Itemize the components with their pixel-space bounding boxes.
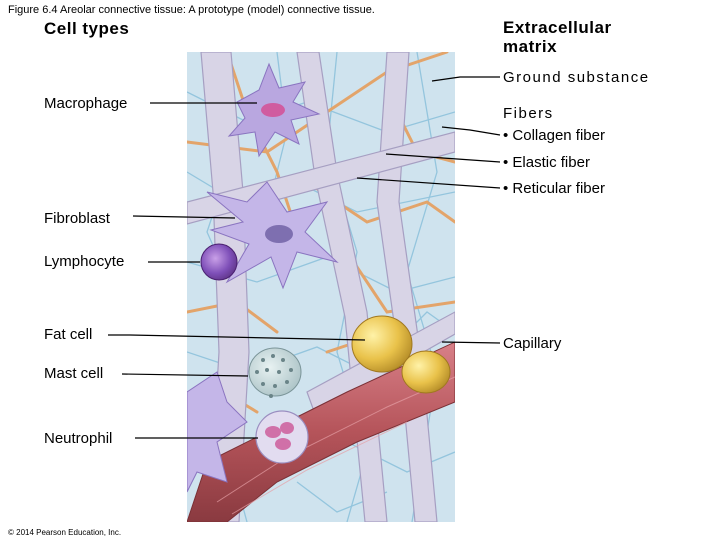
lymphocyte-cell (200, 243, 238, 281)
extracellular-matrix-heading-line2: matrix (503, 37, 558, 56)
cell-types-heading: Cell types (44, 19, 130, 38)
macrophage-nucleus (261, 103, 285, 117)
label-fibers-heading: Fibers (503, 105, 554, 122)
figure-title: Figure 6.4 Areolar connective tissue: A … (8, 4, 375, 16)
fibroblast-cell-secondary (187, 371, 248, 493)
label-fibroblast: Fibroblast (44, 210, 110, 227)
label-lymphocyte: Lymphocyte (44, 253, 125, 270)
fat-cell (351, 315, 413, 373)
areolar-tissue-illustration (187, 52, 455, 522)
label-capillary: Capillary (503, 335, 562, 352)
neutrophil-cell (255, 410, 309, 464)
fibroblast-nucleus (265, 225, 293, 243)
label-reticular-fiber: • Reticular fiber (503, 180, 605, 197)
extracellular-matrix-heading-line1: Extracellular (503, 18, 612, 37)
neutrophil-nucleus (265, 422, 294, 450)
copyright-notice: © 2014 Pearson Education, Inc. (8, 528, 122, 537)
label-elastic-fiber: • Elastic fiber (503, 154, 590, 171)
mast-cell-granules (255, 354, 293, 398)
label-fat-cell: Fat cell (44, 326, 93, 343)
label-neutrophil: Neutrophil (44, 430, 113, 447)
label-mast-cell: Mast cell (44, 365, 104, 382)
label-macrophage: Macrophage (44, 95, 128, 112)
label-ground-substance: Ground substance (503, 69, 650, 86)
fat-cell-secondary (401, 350, 451, 394)
label-collagen-fiber: • Collagen fiber (503, 127, 605, 144)
extracellular-matrix-heading: Extracellular matrix (503, 18, 612, 56)
